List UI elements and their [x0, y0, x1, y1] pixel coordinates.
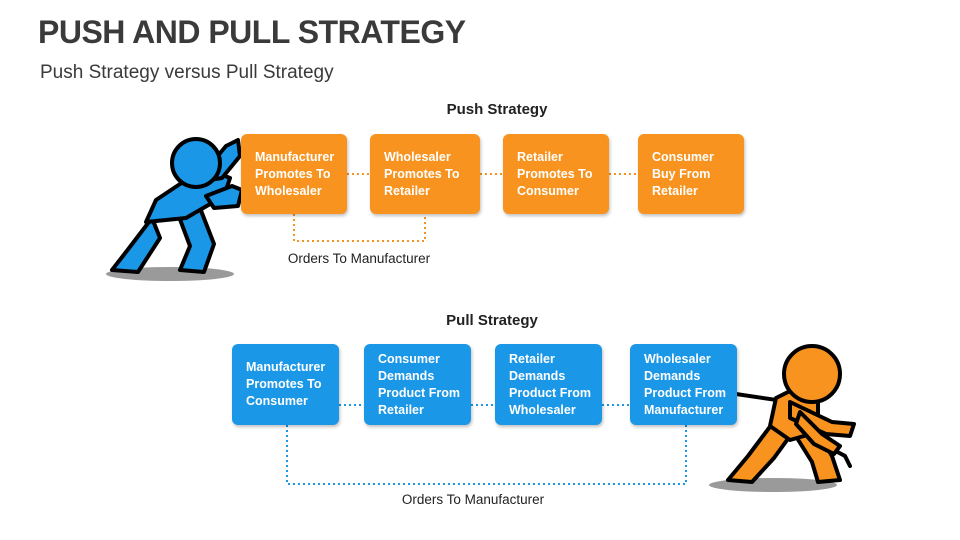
- pull-step-3: Retailer Demands Product From Wholesaler: [495, 344, 602, 425]
- pull-step-1: Manufacturer Promotes To Consumer: [232, 344, 339, 425]
- pull-step-1-label: Manufacturer Promotes To Consumer: [246, 360, 326, 408]
- push-step-2-label: Wholesaler Promotes To Retailer: [384, 149, 460, 198]
- push-loop-label: Orders To Manufacturer: [287, 251, 431, 266]
- push-step-1-label: Manufacturer Promotes To Wholesaler: [255, 149, 335, 198]
- push-loop-line: [293, 214, 426, 242]
- push-step-4: Consumer Buy From Retailer: [638, 134, 744, 214]
- push-step-4-label: Consumer Buy From Retailer: [652, 149, 714, 198]
- pull-loop-label: Orders To Manufacturer: [401, 492, 545, 507]
- pull-step-4-label: Wholesaler Demands Product From Manufact…: [644, 351, 726, 417]
- pull-step-3-label: Retailer Demands Product From Wholesaler: [509, 351, 591, 417]
- push-step-2: Wholesaler Promotes To Retailer: [370, 134, 480, 214]
- pull-step-4: Wholesaler Demands Product From Manufact…: [630, 344, 737, 425]
- page-subtitle: Push Strategy versus Pull Strategy: [40, 62, 334, 83]
- push-step-3-label: Retailer Promotes To Consumer: [517, 149, 593, 198]
- push-step-3: Retailer Promotes To Consumer: [503, 134, 609, 214]
- push-strategy-heading: Push Strategy: [446, 101, 548, 118]
- pull-step-2: Consumer Demands Product From Retailer: [364, 344, 471, 425]
- pull-strategy-heading: Pull Strategy: [446, 312, 538, 329]
- pull-step-2-label: Consumer Demands Product From Retailer: [378, 351, 460, 417]
- page-title: PUSH AND PULL STRATEGY: [38, 14, 466, 50]
- push-step-1: Manufacturer Promotes To Wholesaler: [241, 134, 347, 214]
